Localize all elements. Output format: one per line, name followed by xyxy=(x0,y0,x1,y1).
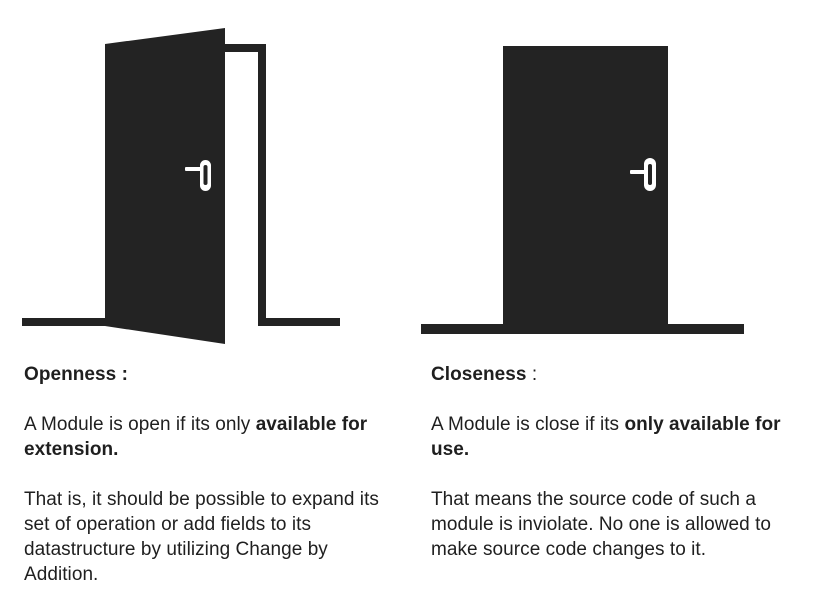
floor-right xyxy=(258,318,340,326)
closeness-explanation: That means the source code of such a mod… xyxy=(431,489,772,560)
door-handle-icon xyxy=(185,160,211,191)
closeness-panel: Closeness : A Module is close if its onl… xyxy=(405,0,805,603)
floor-left xyxy=(22,318,108,326)
closed-door-icon xyxy=(421,46,744,334)
closeness-text: Closeness : A Module is close if its onl… xyxy=(431,362,791,562)
openness-definition-emphasis: available for extension. xyxy=(24,414,368,460)
openness-heading: Openness : xyxy=(24,362,384,387)
openness-explanation: That is, it should be possible to expand… xyxy=(24,489,379,585)
floor-line xyxy=(421,324,744,334)
closeness-title: Closeness xyxy=(431,364,527,385)
openness-definition-text: A Module is open if its only xyxy=(24,414,256,435)
closeness-definition-text: A Module is close if its xyxy=(431,414,625,435)
door-handle-icon xyxy=(630,158,656,191)
open-door-panel xyxy=(105,28,225,344)
closed-door-panel xyxy=(503,46,668,328)
closeness-title-suffix: : xyxy=(526,364,538,385)
open-door-icon xyxy=(22,28,340,344)
closeness-heading: Closeness : xyxy=(431,362,791,387)
closeness-definition: A Module is close if its only available … xyxy=(431,412,791,462)
door-frame xyxy=(222,44,266,322)
openness-panel: Openness : A Module is open if its only … xyxy=(0,0,400,603)
openness-definition: A Module is open if its only available f… xyxy=(24,412,384,462)
openness-title: Openness : xyxy=(24,364,128,385)
closeness-definition-emphasis: only available for use. xyxy=(431,414,781,460)
openness-text: Openness : A Module is open if its only … xyxy=(24,362,384,587)
